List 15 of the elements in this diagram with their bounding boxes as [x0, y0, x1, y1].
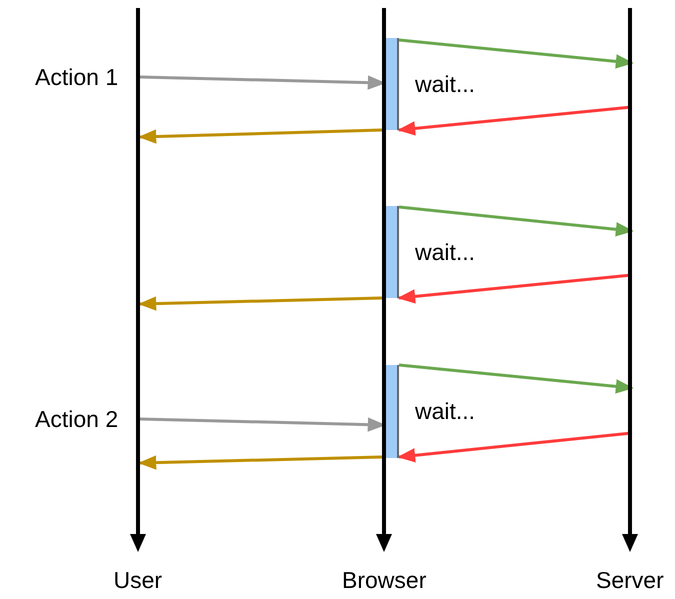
wait-note: wait... — [415, 71, 476, 97]
message-arrow — [398, 206, 634, 236]
wait-note: wait... — [415, 398, 476, 424]
message-arrow — [138, 296, 384, 311]
activation-bar — [386, 38, 399, 130]
message-arrow — [138, 455, 384, 470]
activation-bar — [386, 365, 399, 458]
message-arrow — [138, 128, 384, 144]
participant-label: User — [114, 567, 162, 593]
message-arrow — [398, 364, 634, 394]
activation-bar — [386, 206, 399, 298]
wait-note: wait... — [415, 239, 476, 265]
message-arrow — [398, 38, 634, 69]
participant-label: Browser — [342, 567, 426, 593]
participant-label: Server — [596, 567, 664, 593]
